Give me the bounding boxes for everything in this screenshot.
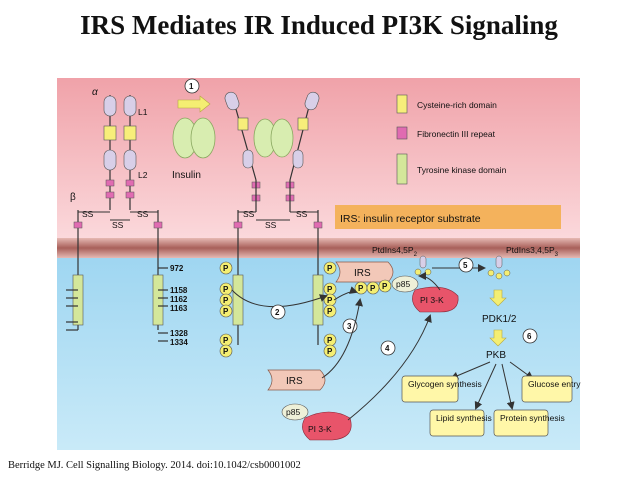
irs-pi3k-complex: IRS P P P p85 PI 3-K	[335, 261, 459, 313]
ss-bond-1: SS	[82, 209, 94, 219]
legend-swatch-fibronectin	[396, 126, 408, 140]
pi3k-bound-label: PI 3-K	[420, 295, 444, 305]
legend-label-fibronectin: Fibronectin III repeat	[417, 129, 496, 139]
step-2-label: 2	[275, 308, 280, 317]
svg-text:P: P	[327, 296, 333, 305]
outcome-glycogen: Glycogen synthesis	[401, 375, 482, 403]
glycogen-text: Glycogen synthesis	[408, 379, 482, 389]
ptdins45-label: PtdIns4,5P2	[372, 245, 418, 258]
pi3k-free: p85 PI 3-K	[281, 403, 352, 441]
step-5-label: 5	[463, 261, 468, 270]
ptdins-conversion: PtdIns4,5P2 PtdIns3,4,5P3 5	[372, 245, 559, 280]
insulin-receptor-bound: SS SS SS	[224, 91, 324, 345]
l1-label: L1	[138, 107, 148, 117]
legend: Cysteine-rich domain Fibronectin III rep…	[396, 94, 507, 185]
svg-text:P: P	[327, 347, 333, 356]
ss-bond-2: SS	[137, 209, 149, 219]
pi3k-free-label: PI 3-K	[308, 424, 332, 434]
legend-swatch-cysteine	[396, 94, 408, 114]
insulin-label: Insulin	[172, 170, 201, 181]
outcome-protein: Protein synthesis	[493, 409, 565, 437]
pkb-label: PKB	[486, 350, 506, 361]
residue-1334: 1334	[170, 338, 188, 347]
irs-note-box: IRS: insulin receptor substrate	[335, 205, 561, 229]
p85-bound-label: p85	[396, 279, 410, 289]
legend-swatch-kinase	[396, 153, 408, 185]
outcome-lipid: Lipid synthesis	[429, 409, 492, 437]
outcome-glucose: Glucose entry	[521, 375, 581, 403]
irs-note: IRS: insulin receptor substrate	[340, 213, 481, 225]
step-1-label: 1	[189, 82, 194, 91]
ss-bond-6: SS	[265, 220, 277, 230]
alpha-label: α	[92, 87, 98, 98]
step-3-label: 3	[347, 322, 352, 331]
protein-text: Protein synthesis	[500, 413, 565, 423]
ss-bond-4: SS	[243, 209, 255, 219]
step-6-label: 6	[527, 332, 532, 341]
svg-text:P: P	[327, 285, 333, 294]
phosphates-left: P P P P P P	[219, 261, 233, 358]
beta-label: β	[70, 192, 76, 203]
svg-text:P: P	[358, 284, 364, 293]
svg-text:P: P	[223, 285, 229, 294]
residue-1162: 1162	[170, 295, 188, 304]
signaling-arrows: 2 3 4	[231, 272, 441, 421]
l2-label: L2	[138, 170, 148, 180]
svg-text:P: P	[223, 307, 229, 316]
svg-text:P: P	[370, 284, 376, 293]
svg-text:P: P	[223, 296, 229, 305]
svg-text:P: P	[223, 336, 229, 345]
residue-972: 972	[170, 264, 184, 273]
residue-1163: 1163	[170, 304, 188, 313]
ss-bond-3: SS	[112, 220, 124, 230]
step-4-label: 4	[385, 344, 390, 353]
legend-label-kinase: Tyrosine kinase domain	[417, 165, 507, 175]
insulin-molecule: Insulin	[172, 117, 216, 181]
irs-free: IRS	[267, 369, 326, 391]
svg-text:P: P	[223, 347, 229, 356]
svg-text:P: P	[327, 264, 333, 273]
svg-text:P: P	[382, 282, 388, 291]
svg-text:P: P	[223, 264, 229, 273]
pdk-label: PDK1/2	[482, 314, 517, 325]
insulin-receptor-unbound: α β L1 L2 SS SS SS	[66, 87, 188, 347]
irs-free-label: IRS	[286, 376, 303, 387]
slide-title: IRS Mediates IR Induced PI3K Signaling	[80, 10, 558, 40]
legend-label-cysteine: Cysteine-rich domain	[417, 100, 497, 110]
svg-text:P: P	[327, 307, 333, 316]
residue-1158: 1158	[170, 286, 188, 295]
lipid-text: Lipid synthesis	[436, 413, 492, 423]
step-1-arrow: 1	[177, 78, 211, 113]
ptdins345-label: PtdIns3,4,5P3	[506, 245, 559, 258]
p85-free-label: p85	[286, 407, 300, 417]
residue-1328: 1328	[170, 329, 188, 338]
citation: Berridge MJ. Cell Signalling Biology. 20…	[8, 460, 301, 471]
irs-bound-label: IRS	[354, 268, 371, 279]
ss-bond-5: SS	[296, 209, 308, 219]
svg-text:P: P	[327, 336, 333, 345]
glucose-text: Glucose entry	[528, 379, 581, 389]
pdk-pkb-pathway: PDK1/2 6 PKB	[450, 289, 538, 410]
